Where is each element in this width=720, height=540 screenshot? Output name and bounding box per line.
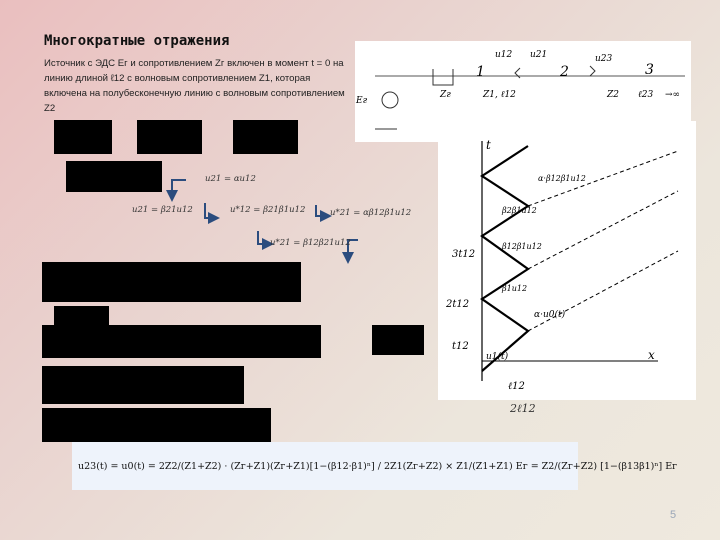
redacted-block bbox=[42, 262, 301, 302]
redacted-block bbox=[42, 366, 244, 404]
circuit-label: ℓ23 bbox=[638, 90, 653, 100]
reflection-path bbox=[479, 145, 531, 372]
tick-label: 3t12 bbox=[452, 249, 475, 260]
redacted-block bbox=[42, 408, 271, 442]
curve-label: β1u12 bbox=[501, 284, 527, 293]
redacted-block bbox=[54, 306, 109, 328]
axis-t-label: t bbox=[486, 138, 491, 152]
circuit-svg: u12 u21 u23 1 2 3 Eг Zг Z1, ℓ12 Z2 ℓ23 →… bbox=[355, 50, 685, 130]
curve-label: u1(t) bbox=[486, 351, 509, 362]
slide-title: Многократные отражения bbox=[44, 33, 230, 49]
formula-u21-prime: u21 = β21u12 bbox=[132, 205, 193, 215]
step-arrow-1 bbox=[166, 179, 186, 202]
redacted-block bbox=[54, 120, 112, 154]
formula-u12-prime: u*12 = β21β1u12 bbox=[230, 205, 306, 215]
step-arrow-4 bbox=[257, 231, 274, 250]
main-formula: u23(t) = u0(t) = 2Z2/(Z1+Z2) · (Zг+Z1)(Z… bbox=[72, 442, 677, 490]
curve-label: β12β1u12 bbox=[501, 242, 542, 251]
step-arrow-3 bbox=[315, 205, 332, 222]
diagram-bottom-label: 2ℓ12 bbox=[510, 402, 536, 415]
redacted-block bbox=[372, 325, 424, 355]
tick-label: 2t12 bbox=[445, 299, 469, 310]
slide-description: Источник с ЭДС Eг и сопротивлением Zг вк… bbox=[44, 58, 345, 114]
step-arrow-2 bbox=[204, 203, 220, 224]
circuit-node: 1 bbox=[476, 64, 485, 80]
axis-x-label: x bbox=[648, 348, 655, 362]
reflection-diagram: t x 3t12 2t12 t12 ℓ12 u1(t) α·u0(t) β1u1… bbox=[438, 121, 696, 400]
formula-u21: u21 = αu12 bbox=[205, 174, 256, 184]
redacted-block bbox=[137, 120, 202, 154]
circuit-label: u23 bbox=[595, 54, 613, 64]
curve-label: α·u0(t) bbox=[534, 309, 566, 320]
circuit-label: Z2 bbox=[606, 90, 619, 100]
tick-label: t12 bbox=[452, 341, 469, 352]
page-number: 5 bbox=[670, 509, 677, 521]
circuit-label: Z1, ℓ12 bbox=[482, 90, 516, 100]
step-arrow-5 bbox=[342, 239, 358, 264]
curve-label: β2β1u12 bbox=[501, 206, 537, 215]
reflection-diagram-svg: t x 3t12 2t12 t12 ℓ12 u1(t) α·u0(t) β1u1… bbox=[445, 138, 679, 392]
redacted-block bbox=[233, 120, 298, 154]
redacted-block bbox=[66, 161, 162, 192]
circuit-label: →∞ bbox=[665, 90, 680, 100]
circuit-node: 2 bbox=[559, 64, 569, 80]
circuit-label: u12 bbox=[495, 50, 513, 60]
curve-label: α·β12β1u12 bbox=[538, 174, 586, 183]
circuit-label: Zг bbox=[439, 90, 451, 100]
tick-label: ℓ12 bbox=[508, 381, 525, 392]
circuit-label: u21 bbox=[530, 50, 547, 60]
formula-u21-double-prime: u*21 = αβ12β1u12 bbox=[330, 208, 412, 218]
redacted-block bbox=[42, 325, 321, 358]
formula-u3: u*21 = β12β21u12 bbox=[270, 238, 351, 248]
circuit-node: 3 bbox=[645, 62, 654, 78]
circuit-label: Eг bbox=[355, 96, 368, 106]
